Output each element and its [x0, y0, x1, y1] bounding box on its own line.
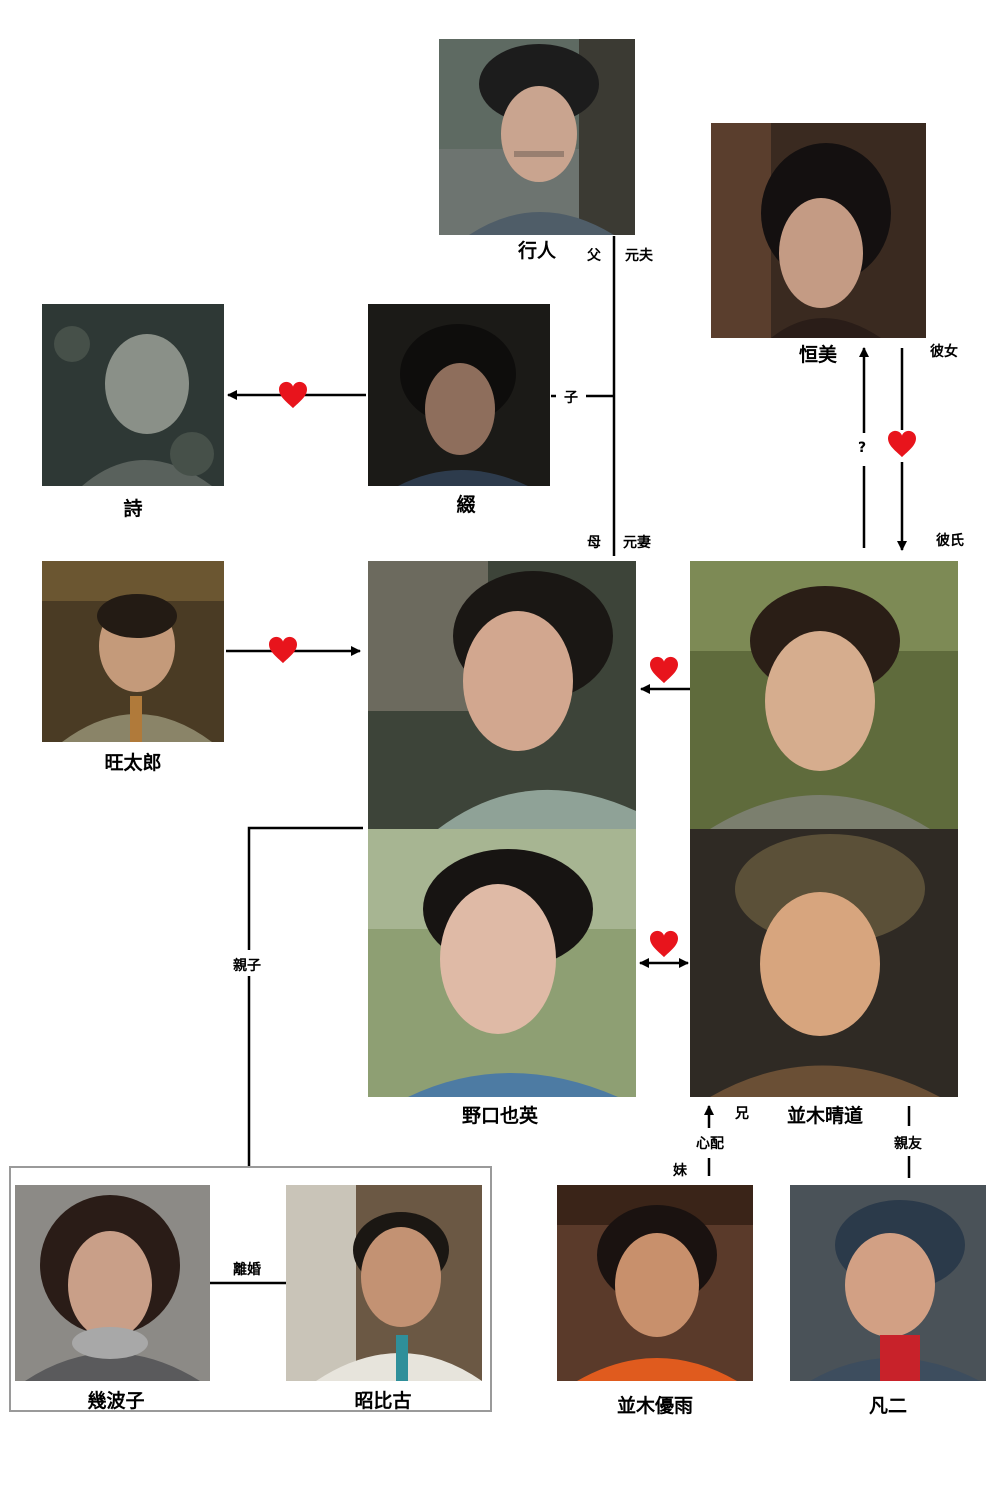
- photo-mother: [368, 561, 636, 829]
- label-worry: 心配: [695, 1133, 725, 1153]
- heart-icon: [650, 656, 678, 684]
- photo-otaro: [42, 561, 224, 742]
- name-tsunemi: 恒美: [798, 344, 838, 366]
- label-parent-child: 親子: [232, 955, 262, 975]
- photo-yae: [368, 829, 636, 1097]
- label-father: 父: [586, 245, 602, 265]
- label-best-friend: 親友: [893, 1133, 923, 1153]
- name-akihiko: 昭比古: [354, 1390, 412, 1412]
- heart-icon: [269, 636, 297, 664]
- name-yae: 野口也英: [461, 1105, 539, 1127]
- label-big-brother: 兄: [734, 1103, 750, 1123]
- name-harumichi: 並木晴道: [786, 1105, 864, 1127]
- label-ex-wife: 元妻: [622, 532, 652, 552]
- photo-uta: [42, 304, 224, 486]
- name-kibako: 幾波子: [87, 1390, 145, 1412]
- name-yukito: 行人: [517, 240, 557, 262]
- label-girlfriend: 彼女: [929, 341, 959, 361]
- photo-harumichi-young: [690, 829, 958, 1097]
- label-question: ?: [857, 440, 868, 456]
- label-divorce: 離婚: [232, 1259, 262, 1279]
- heart-icon: [650, 930, 678, 958]
- label-child: 子: [563, 387, 579, 407]
- photo-tsunemi: [711, 123, 926, 338]
- label-little-sister: 妹: [672, 1160, 688, 1180]
- heart-icon: [279, 381, 307, 409]
- label-ex-husband: 元夫: [624, 245, 654, 265]
- photo-harumichi-adult: [690, 561, 958, 829]
- label-mother: 母: [586, 532, 602, 552]
- parent-child-line: [247, 826, 363, 950]
- photo-kibako: [15, 1185, 210, 1381]
- name-bonji: 凡二: [868, 1395, 908, 1417]
- name-tsuzuru: 綴: [456, 494, 476, 516]
- name-uta: 詩: [123, 498, 143, 520]
- name-otaro: 旺太郎: [104, 752, 162, 774]
- photo-akihiko: [286, 1185, 482, 1381]
- photo-tsuzuru: [368, 304, 550, 486]
- name-yuu: 並木優雨: [616, 1395, 694, 1417]
- photo-yukito: [439, 39, 635, 235]
- label-boyfriend: 彼氏: [935, 530, 965, 550]
- photo-bonji: [790, 1185, 986, 1381]
- heart-icon: [888, 430, 916, 458]
- photo-yuu: [557, 1185, 753, 1381]
- parents-group-box: [9, 1166, 492, 1412]
